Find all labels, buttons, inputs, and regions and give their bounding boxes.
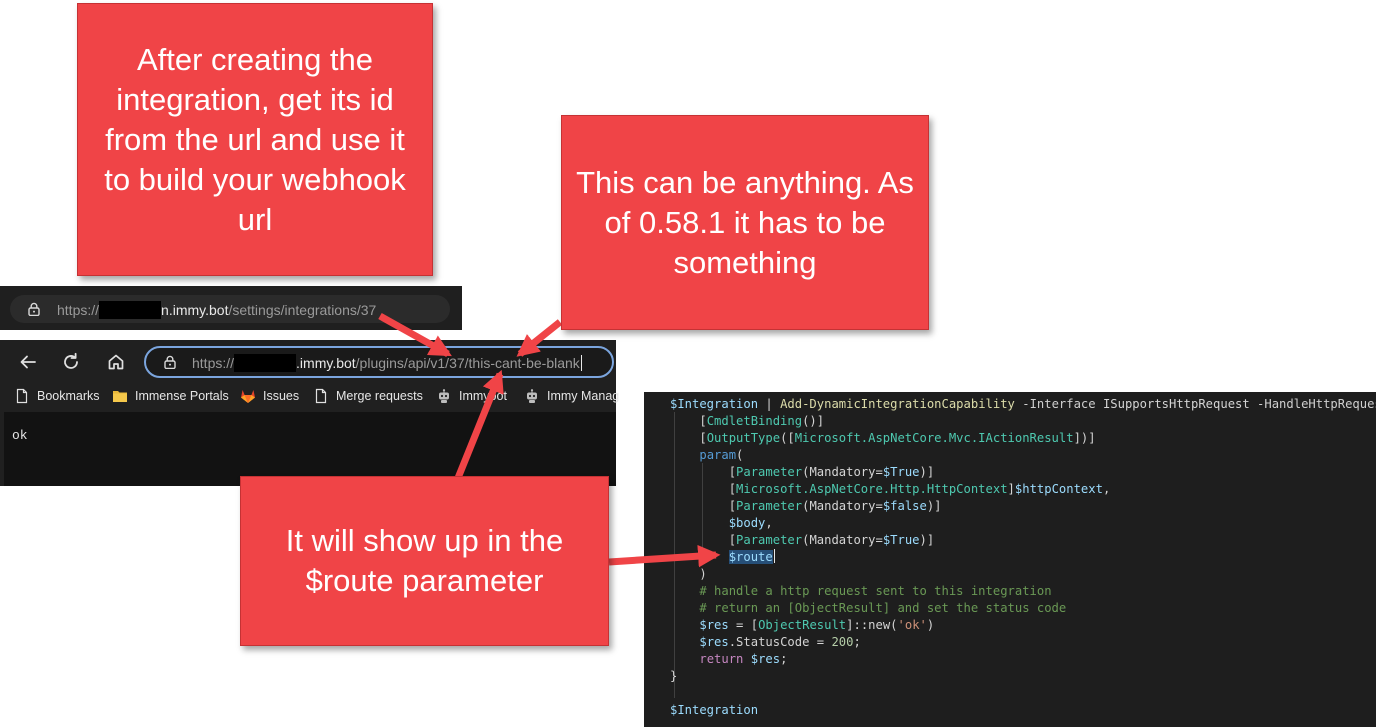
code-editor: $Integration | Add-DynamicIntegrationCap…	[644, 392, 1376, 727]
lock-icon[interactable]	[164, 355, 176, 369]
code-line-8[interactable]: $body,	[728, 516, 773, 530]
code-line-7[interactable]: [Parameter(Mandatory=$false)]	[670, 499, 942, 513]
page-icon	[14, 388, 30, 404]
url-scheme: https://	[192, 355, 235, 371]
bookmark-merge-requests[interactable]: Merge requests	[313, 388, 423, 404]
code-line-15[interactable]: $res.StatusCode = 200;	[699, 635, 861, 649]
folder-icon	[112, 388, 128, 404]
code-line-16[interactable]: return $res;	[699, 652, 788, 666]
reload-icon[interactable]	[58, 349, 84, 375]
indent-guide	[702, 463, 703, 565]
redacted-subdomain	[99, 301, 162, 319]
code-line-5[interactable]: [Parameter(Mandatory=$True)]	[670, 465, 935, 479]
code-line-19[interactable]: $Integration	[670, 703, 759, 717]
url-text-webhook[interactable]: https:// .immy.bot/plugins/api/v1/37/this…	[192, 354, 582, 372]
text-caret	[580, 355, 582, 371]
bookmark-bookmarks[interactable]: Bookmarks	[14, 388, 100, 404]
url-path: /settings/integrations/37	[228, 302, 377, 318]
code-line-9[interactable]: [Parameter(Mandatory=$True)]	[670, 533, 935, 547]
selected-route-variable[interactable]: $route	[728, 550, 773, 564]
bookmark-issues[interactable]: Issues	[240, 388, 299, 404]
redacted-subdomain	[234, 354, 297, 372]
bookmarks-bar: Bookmarks Immense Portals Issues Merge r…	[0, 384, 619, 410]
browser-window-webhook: https:// .immy.bot/plugins/api/v1/37/this…	[0, 340, 619, 486]
code-line-13[interactable]: # return an [ObjectResult] and set the s…	[699, 601, 1067, 615]
code-line-2[interactable]: [CmdletBinding()]	[670, 414, 825, 428]
url-path: /plugins/api/v1/37/this-cant-be-blank	[355, 355, 580, 371]
code-line-12[interactable]: # handle a http request sent to this int…	[699, 584, 1052, 598]
code-line-11[interactable]: )	[699, 567, 707, 581]
url-scheme: https://	[57, 302, 100, 318]
gitlab-icon	[240, 388, 256, 404]
code-line-10[interactable]: $route	[670, 549, 775, 566]
page-content: ok	[4, 412, 616, 486]
back-arrow-icon[interactable]	[15, 349, 41, 375]
url-host: .immy.bot	[296, 355, 356, 371]
home-icon[interactable]	[103, 349, 129, 375]
address-field-settings[interactable]: https:// n.immy.bot/settings/integrations…	[10, 295, 450, 323]
code-line-6[interactable]: [Microsoft.AspNetCore.Http.HttpContext]$…	[670, 482, 1111, 496]
text-caret	[773, 549, 775, 563]
code-line-1[interactable]: $Integration | Add-DynamicIntegrationCap…	[670, 397, 1376, 411]
callout-integration-id: After creating the integration, get its …	[77, 3, 433, 276]
code-line-4[interactable]: param(	[699, 448, 744, 462]
robot-icon	[436, 388, 452, 404]
address-field-webhook[interactable]: https:// .immy.bot/plugins/api/v1/37/this…	[144, 346, 614, 378]
code-line-14[interactable]: $res = [ObjectResult]::new('ok')	[699, 618, 935, 632]
browser-address-bar-settings: https:// n.immy.bot/settings/integrations…	[0, 286, 462, 330]
bookmark-immy-manag[interactable]: Immy Manag	[524, 388, 619, 404]
bookmark-immybot[interactable]: Immybot	[436, 388, 507, 404]
code-line-3[interactable]: [OutputType([Microsoft.AspNetCore.Mvc.IA…	[670, 431, 1096, 445]
url-text-settings[interactable]: https:// n.immy.bot/settings/integrations…	[57, 301, 376, 319]
callout-route-parameter: It will show up in the $route parameter	[240, 476, 609, 646]
lock-icon[interactable]	[28, 302, 40, 316]
code-line-17[interactable]: }	[670, 669, 678, 683]
callout-anything: This can be anything. As of 0.58.1 it ha…	[561, 115, 929, 330]
response-text: ok	[12, 428, 28, 443]
bookmark-immense-portals[interactable]: Immense Portals	[112, 388, 229, 404]
url-host: n.immy.bot	[161, 302, 229, 318]
page-icon	[313, 388, 329, 404]
robot-icon	[524, 388, 540, 404]
